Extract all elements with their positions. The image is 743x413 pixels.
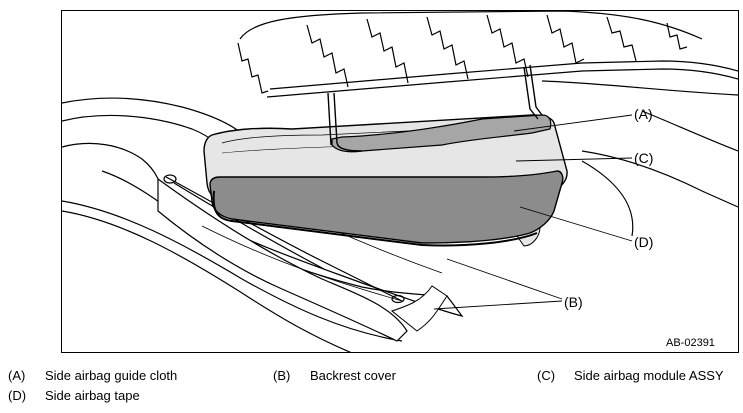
leader-lines (433, 114, 633, 310)
legend-letter: (C) (537, 368, 556, 383)
legend-text: Side airbag tape (45, 388, 140, 403)
airbag-tape (209, 170, 564, 247)
callout-b: (B) (564, 294, 583, 310)
legend-letter: (B) (273, 368, 291, 383)
backrest-cover (157, 177, 464, 342)
leader-line-d (519, 206, 633, 242)
figure-frame: (A) (C) (D) (B) AB-02391 (61, 10, 739, 353)
leader-line-a (513, 114, 633, 132)
legend-text: Side airbag guide cloth (45, 368, 178, 383)
leader-line-b-lower (433, 300, 563, 310)
figure-id-label: AB-02391 (666, 337, 715, 349)
leader-line-c (515, 157, 633, 162)
legend-letter: (D) (8, 388, 27, 403)
legend-letter: (A) (8, 368, 26, 383)
legend-item-d: (D) Side airbag tape (8, 388, 140, 404)
legend-item-a: (A) Side airbag guide cloth (8, 368, 177, 384)
leader-line-b-upper (446, 258, 563, 300)
seat-illustration: (A) (C) (D) (B) AB-02391 (62, 11, 738, 352)
legend-text: Side airbag module ASSY (574, 368, 724, 383)
guide-cloth (327, 64, 552, 153)
legend-text: Backrest cover (310, 368, 396, 383)
callout-a: (A) (634, 106, 653, 122)
seat-frame-grid (237, 11, 738, 98)
legend-item-c: (C) Side airbag module ASSY (537, 368, 724, 384)
callout-d: (D) (634, 234, 653, 250)
legend-item-b: (B) Backrest cover (273, 368, 396, 384)
callout-c: (C) (634, 150, 653, 166)
